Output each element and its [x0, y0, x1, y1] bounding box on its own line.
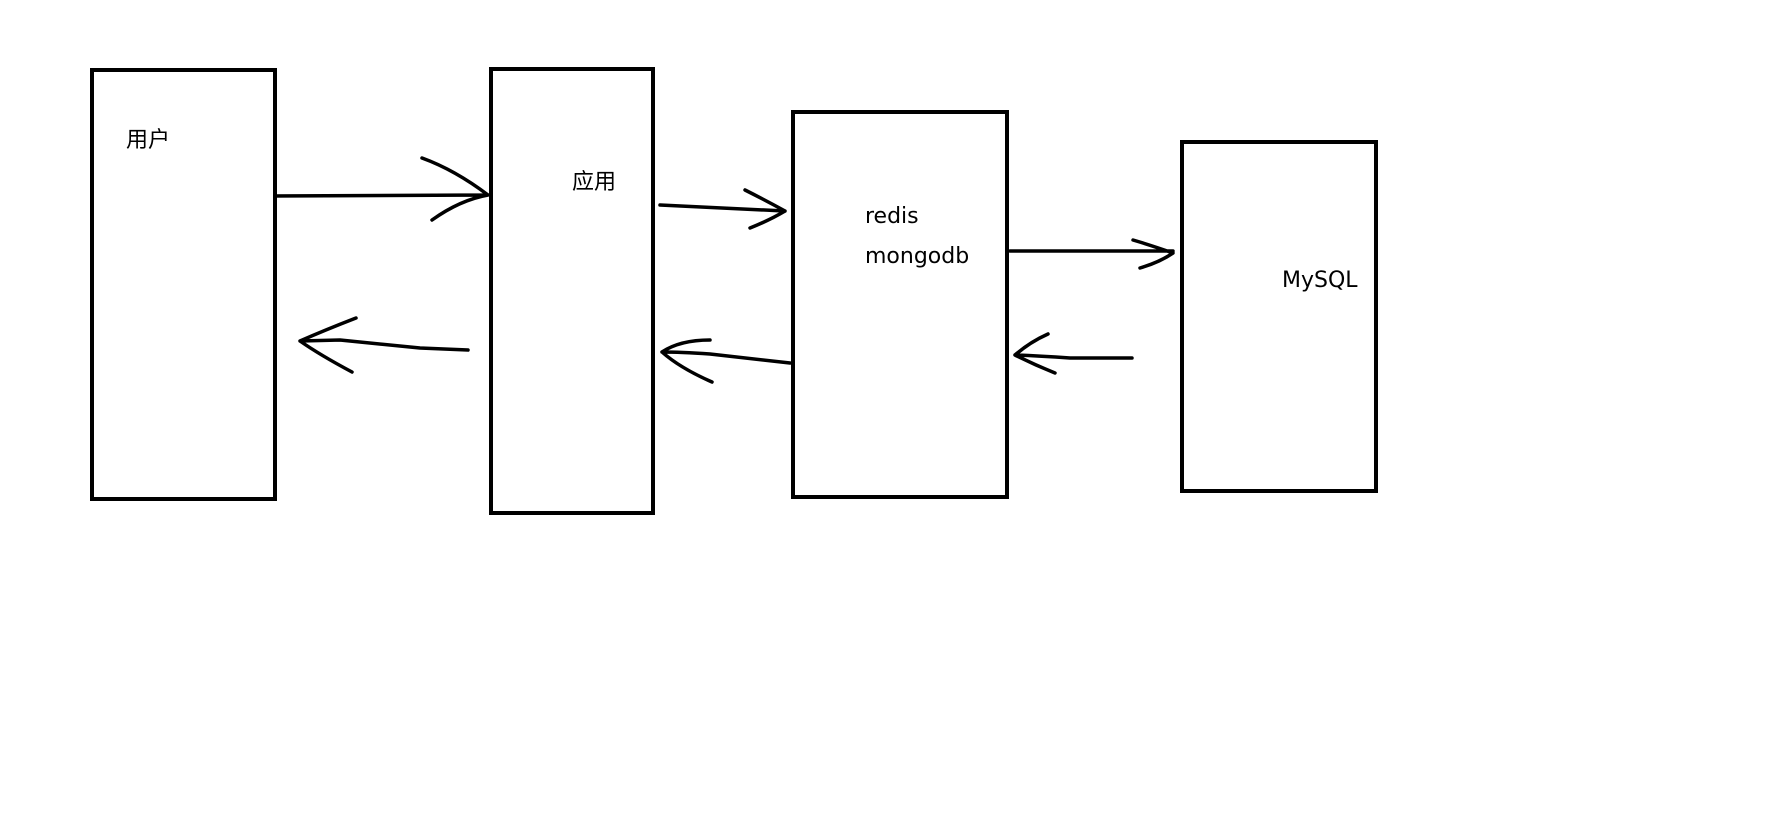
edge-user-to-app	[268, 156, 490, 222]
node-app-label: 应用	[572, 170, 617, 195]
node-cache-label-mongodb: mongodb	[865, 244, 970, 269]
node-app-box	[489, 67, 655, 515]
edge-mysql-to-cache	[1013, 332, 1134, 375]
edge-app-to-user	[298, 316, 470, 374]
node-cache-label-redis: redis	[865, 204, 919, 229]
node-cache-box	[791, 110, 1009, 499]
node-mysql-label: MySQL	[1282, 268, 1358, 293]
node-user-label: 用户	[126, 128, 171, 153]
edge-cache-to-mysql	[1008, 238, 1175, 270]
node-mysql-box	[1180, 140, 1378, 493]
edge-cache-to-app	[660, 338, 792, 384]
edge-app-to-cache	[658, 188, 787, 230]
node-user-box	[90, 68, 277, 501]
